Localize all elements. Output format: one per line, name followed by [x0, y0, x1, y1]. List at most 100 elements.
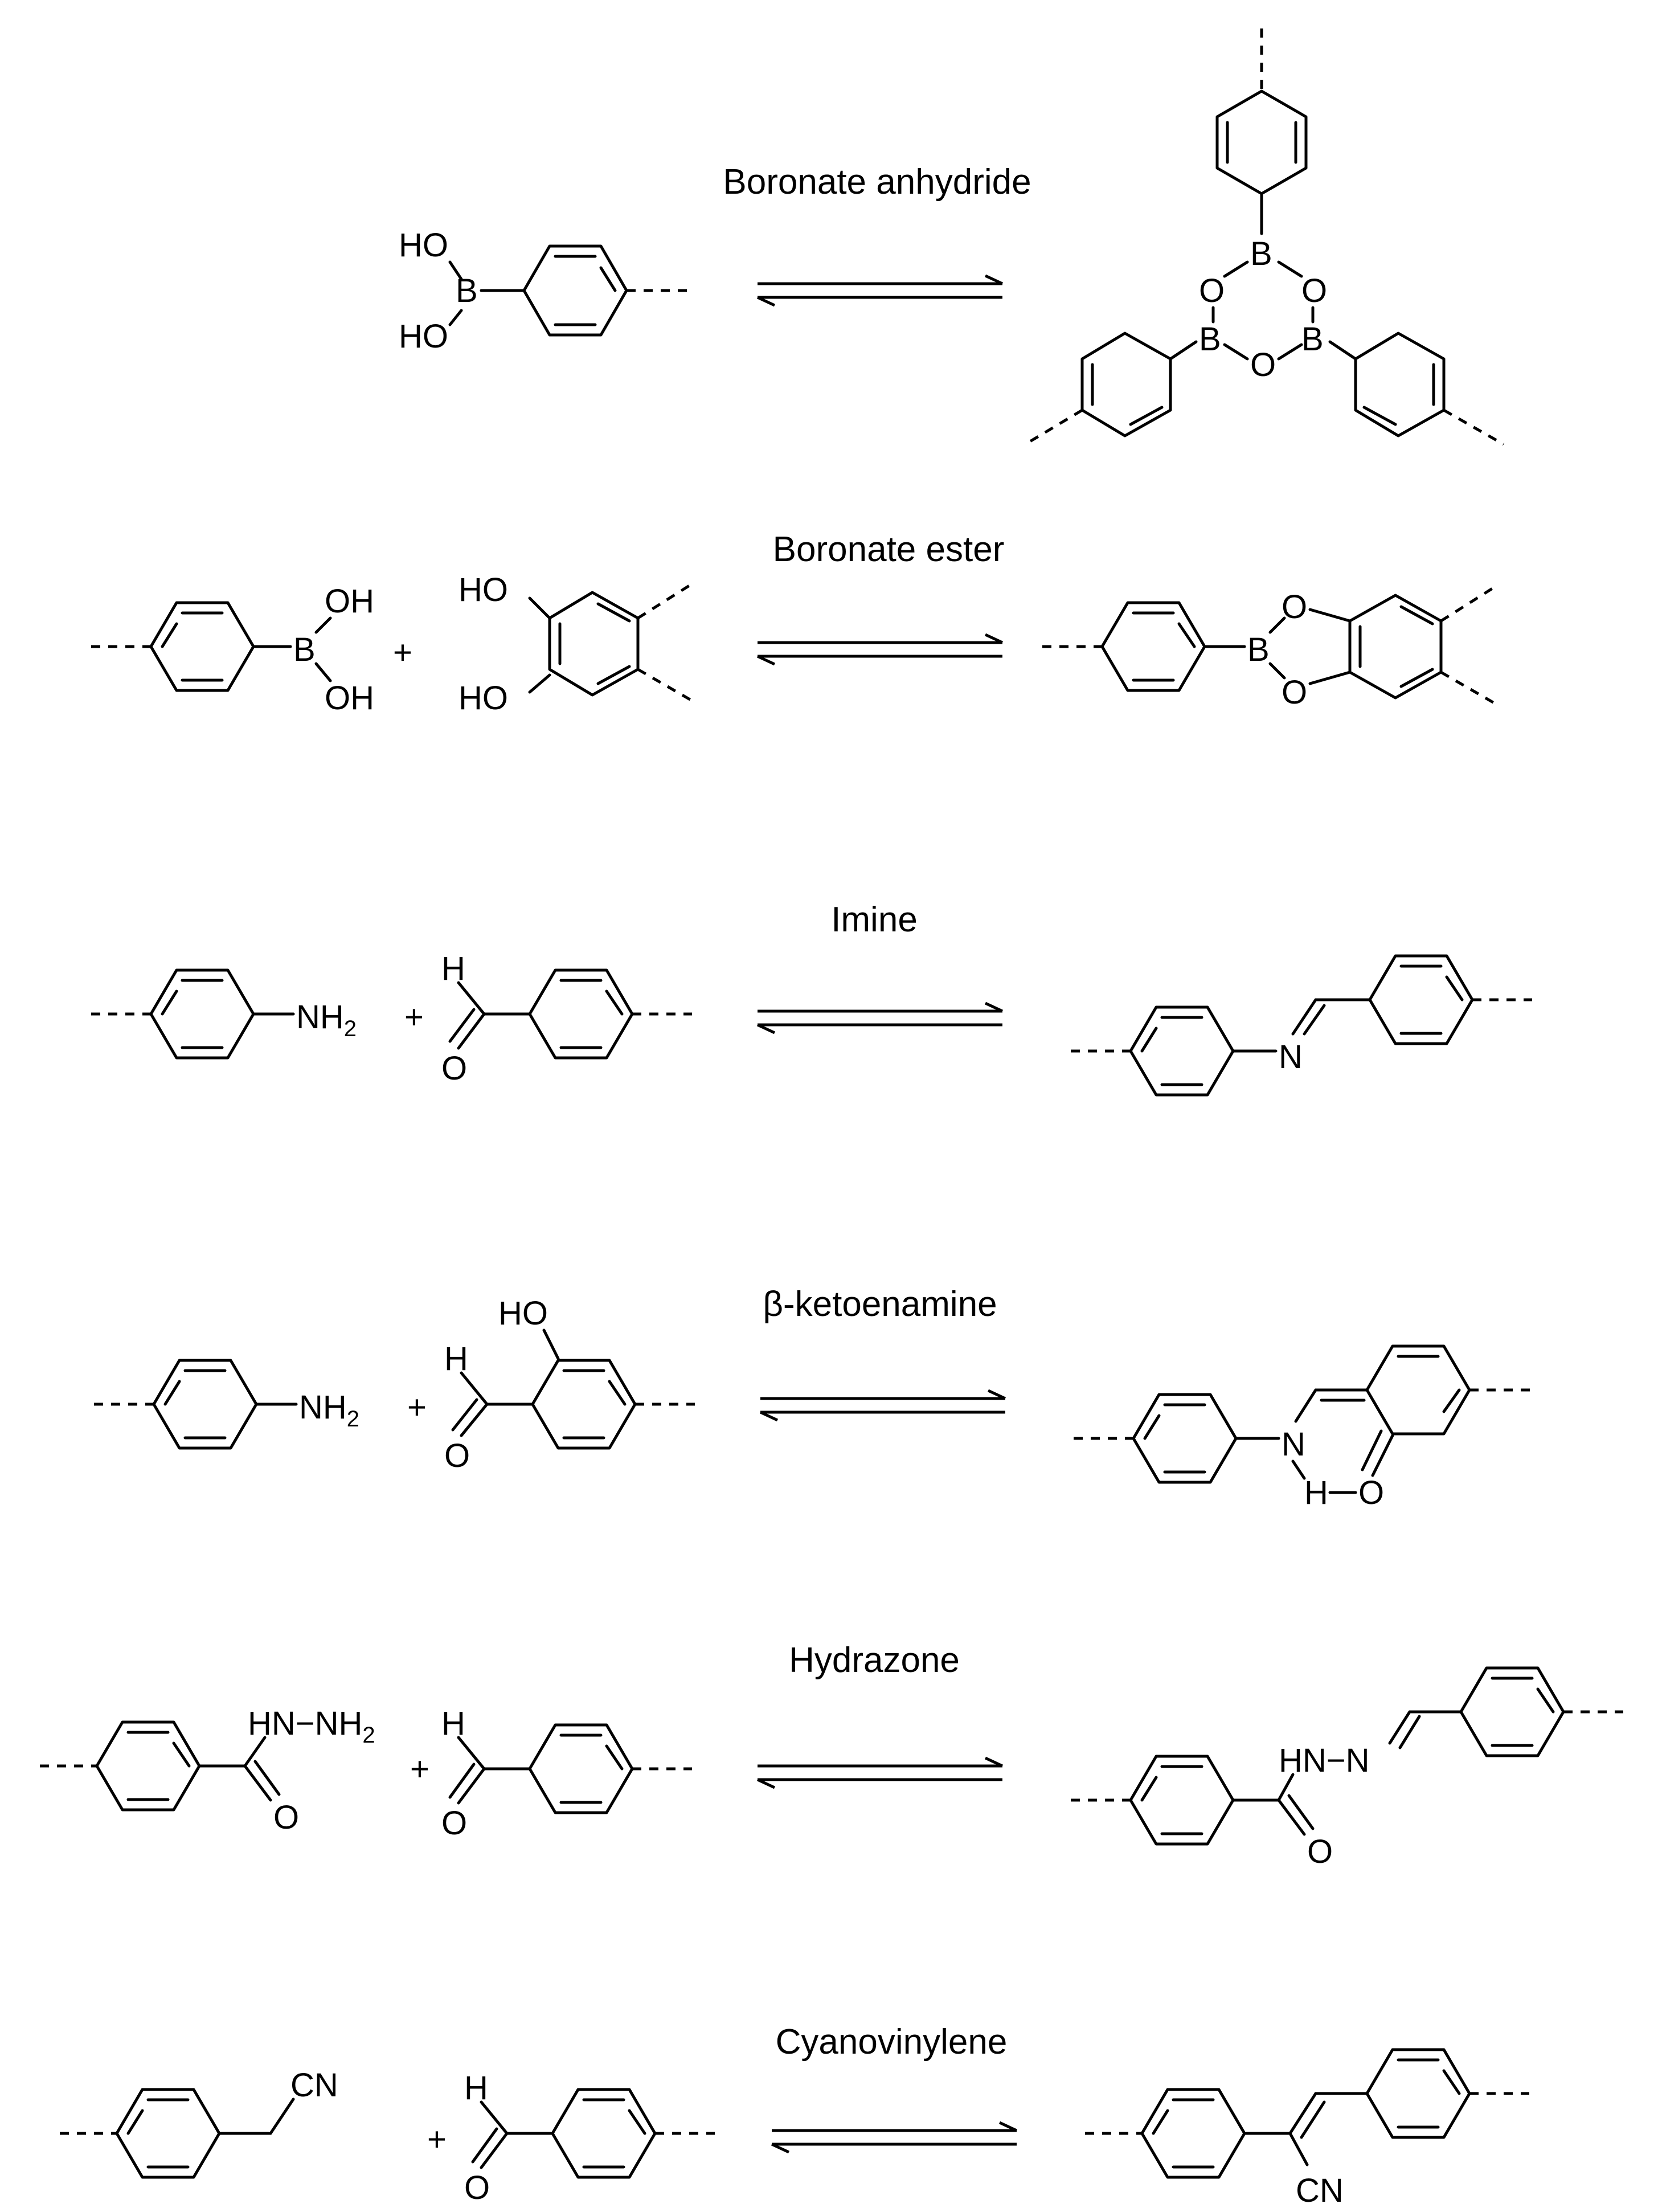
label-ho: HO	[399, 318, 448, 355]
benzene-ring	[1140, 2088, 1246, 2179]
benzene-ring	[1100, 601, 1206, 692]
cyclohexadienone-ring	[1365, 1344, 1471, 1436]
reaction-beta-ketoenamine: β-ketoenamine NH2 + HO H O	[94, 1285, 1532, 1511]
benzene-ring	[1459, 1666, 1565, 1757]
label-ho: HO	[458, 571, 508, 608]
product-boroxine: B O O B B O	[1024, 28, 1505, 446]
benzene-ring	[149, 601, 255, 692]
label-amine: NH2	[299, 1389, 359, 1432]
label-oxygen: O	[1282, 674, 1307, 711]
benzene-ring	[1129, 1755, 1235, 1846]
reaction-title: Boronate anhydride	[723, 162, 1031, 202]
label-oxygen: O	[441, 1050, 467, 1087]
label-nitrogen: N	[1282, 1426, 1305, 1463]
plus-sign: +	[393, 634, 412, 671]
label-hydrazide: HN−NH2	[248, 1705, 375, 1748]
reaction-title: Boronate ester	[773, 530, 1005, 569]
label-hydrogen: H	[441, 950, 465, 987]
label-boron: B	[1301, 321, 1324, 358]
label-oxygen: O	[444, 1437, 470, 1474]
label-ho: HO	[458, 680, 508, 717]
product-imine: N	[1071, 954, 1532, 1097]
benzene-ring	[528, 968, 634, 1060]
benzene-ring	[528, 1723, 634, 1814]
bond	[448, 309, 463, 326]
label-boron: B	[1199, 321, 1221, 358]
label-oxygen: O	[1307, 1833, 1333, 1870]
product-boronate-ester: B O O	[1042, 585, 1496, 711]
benzene-ring	[95, 1720, 201, 1812]
plus-sign: +	[427, 2121, 447, 2158]
reaction-boronate-anhydride: Boronate anhydride HO HO B	[399, 28, 1505, 446]
label-oxygen: O	[273, 1799, 299, 1836]
equilibrium-arrow	[771, 2121, 1018, 2154]
reaction-hydrazone: Hydrazone O HN−NH2 + H O	[40, 1641, 1623, 1870]
reactant-catechol: HO HO	[458, 571, 693, 717]
benzene-ring	[548, 591, 640, 697]
label-cyano: CN	[1296, 2172, 1344, 2209]
equilibrium-arrow	[756, 1001, 1004, 1035]
benzene-ring	[149, 968, 255, 1060]
label-hydroxyl: OH	[325, 680, 374, 717]
reaction-title: β-ketoenamine	[763, 1285, 997, 1324]
benzene-ring	[531, 1359, 637, 1450]
benzene-ring	[152, 1359, 258, 1450]
label-boron: B	[293, 631, 316, 668]
label-hydrogen: H	[441, 1705, 465, 1742]
label-oxygen: O	[1250, 346, 1276, 383]
product-hydrazone: O HN−N	[1071, 1666, 1623, 1870]
equilibrium-arrow	[759, 1389, 1006, 1422]
label-oxygen: O	[1358, 1474, 1384, 1511]
reactant-aldehyde: H O	[464, 2070, 715, 2206]
reaction-title: Hydrazone	[789, 1641, 960, 1680]
label-oxygen: O	[464, 2169, 490, 2206]
reactant-benzyl-nitrile: CN	[60, 2067, 338, 2179]
benzene-ring	[1132, 1393, 1238, 1484]
label-oxygen: O	[1282, 588, 1307, 625]
plus-sign: +	[410, 1751, 429, 1788]
label-ho: HO	[498, 1295, 548, 1332]
reactant-boronic-acid: HO HO B	[399, 227, 689, 355]
label-oxygen: O	[1301, 272, 1327, 309]
equilibrium-arrow	[756, 274, 1004, 307]
benzene-ring	[1215, 89, 1308, 195]
benzene-ring	[1354, 332, 1446, 438]
product-cyanovinylene: CN	[1085, 2048, 1529, 2209]
label-boron: B	[1250, 235, 1272, 272]
label-ho: HO	[399, 227, 448, 264]
label-oxygen: O	[1199, 272, 1225, 309]
reactant-aldehyde: H O	[441, 950, 692, 1087]
label-amine: NH2	[296, 999, 357, 1041]
plus-sign: +	[407, 1389, 427, 1426]
benzene-ring	[551, 2088, 657, 2179]
reaction-cyanovinylene: Cyanovinylene CN + H O	[60, 2022, 1529, 2209]
reactant-hydrazide: O HN−NH2	[40, 1705, 375, 1836]
label-nitrogen: N	[1279, 1038, 1303, 1076]
benzene-ring	[1348, 594, 1443, 700]
reactant-amine: NH2	[91, 968, 357, 1060]
reactant-amine: NH2	[94, 1359, 359, 1450]
label-hydrogen: H	[444, 1340, 468, 1377]
equilibrium-arrow	[756, 1756, 1004, 1789]
label-cyano: CN	[290, 2067, 338, 2104]
benzene-ring	[115, 2088, 221, 2179]
label-hydrogen: H	[464, 2070, 488, 2107]
label-hydroxyl: OH	[325, 583, 374, 620]
benzene-ring	[1365, 2048, 1471, 2139]
reaction-imine: Imine NH2 + H O	[91, 900, 1532, 1097]
reactant-boronic-acid: B OH OH	[91, 583, 374, 717]
label-hydrogen: H	[1304, 1474, 1328, 1511]
benzene-ring	[1368, 954, 1474, 1045]
label-oxygen: O	[441, 1805, 467, 1842]
benzene-ring	[1080, 332, 1172, 438]
reaction-title: Cyanovinylene	[776, 2022, 1008, 2062]
product-ketoenamine: N H O	[1074, 1344, 1532, 1511]
plus-sign: +	[404, 999, 424, 1036]
reaction-boronate-ester: Boronate ester B OH OH + HO HO	[91, 530, 1496, 717]
label-boron: B	[1247, 631, 1270, 668]
reaction-title: Imine	[831, 900, 918, 939]
label-hydrazone-linkage: HN−N	[1279, 1742, 1370, 1779]
benzene-ring	[522, 244, 628, 337]
reactant-aldehyde: H O	[441, 1705, 692, 1842]
